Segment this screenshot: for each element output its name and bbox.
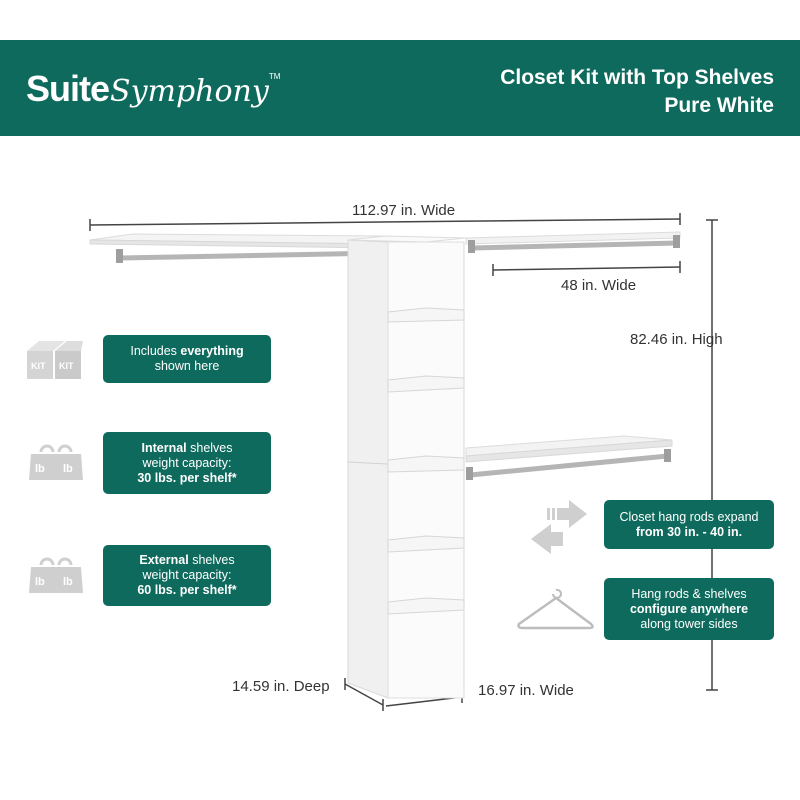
feature-external-line3: 60 lbs. per shelf*: [137, 583, 237, 597]
hanger-icon: [517, 588, 594, 630]
depth-dimension-line: [344, 678, 384, 711]
feature-configure-line1: Hang rods & shelves: [631, 586, 747, 601]
right-top-hang-rod: [468, 235, 680, 253]
feature-everything-bold: everything: [180, 344, 244, 358]
feature-external-bold: External: [139, 553, 189, 567]
feature-badge-internal: Internal shelves weight capacity: 30 lbs…: [103, 432, 271, 494]
feature-expand-line1: Closet hang rods expand: [619, 509, 759, 524]
internal-weight-icon: lb lb: [29, 444, 83, 480]
feature-expand-line2: from 30 in. - 40 in.: [635, 524, 743, 539]
logo-suite-text: Suite: [26, 68, 110, 109]
feature-everything-line2: shown here: [154, 359, 220, 373]
total-width-dimension-line: [89, 213, 681, 231]
depth-label: 14.59 in. Deep: [232, 678, 330, 695]
feature-internal-rest: shelves: [186, 440, 233, 455]
feature-external-rest: shelves: [188, 553, 235, 567]
brand-logo: SuiteSymphonyTM: [26, 68, 280, 110]
tower-width-label: 16.97 in. Wide: [478, 682, 574, 699]
header-banner: [0, 40, 800, 136]
product-title-line1: Closet Kit with Top Shelves: [500, 66, 774, 89]
internal-weight-unit-right: lb: [63, 463, 73, 475]
total-width-label: 112.97 in. Wide: [352, 202, 456, 219]
kit-label-right: KIT: [59, 361, 74, 371]
feature-badge-everything: Includes everything shown here: [103, 335, 271, 383]
tower-shelves: [387, 307, 465, 615]
internal-weight-unit-left: lb: [35, 463, 45, 475]
left-top-shelf: [89, 233, 387, 249]
feature-internal-line2: weight capacity:: [142, 455, 232, 470]
feature-configure-line2: configure anywhere: [629, 601, 749, 616]
feature-badge-configure: Hang rods & shelves configure anywhere a…: [604, 578, 774, 640]
logo-trademark: TM: [268, 72, 281, 81]
feature-everything-pre: Includes: [130, 344, 181, 358]
right-lower-shelf: [465, 435, 673, 463]
product-title: Closet Kit with Top Shelves Pure White: [500, 64, 774, 120]
rod-width-dimension-line: [492, 261, 681, 276]
feature-configure-line3: along tower sides: [640, 616, 738, 631]
feature-external-line2: weight capacity:: [142, 568, 232, 582]
product-title-line2: Pure White: [664, 94, 774, 117]
feature-internal-bold: Internal: [141, 440, 187, 455]
external-weight-unit-left: lb: [35, 576, 45, 588]
expand-arrows-icon: [531, 500, 587, 554]
rod-width-label: 48 in. Wide: [561, 277, 637, 294]
right-lower-hang-rod: [466, 449, 671, 480]
height-label: 82.46 in. High: [630, 331, 723, 348]
kit-boxes-icon: KIT KIT: [27, 341, 83, 379]
feature-internal-line3: 30 lbs. per shelf*: [137, 470, 237, 485]
external-weight-unit-right: lb: [63, 576, 73, 588]
external-weight-icon: lb lb: [29, 557, 83, 593]
feature-badge-expand: Closet hang rods expand from 30 in. - 40…: [604, 500, 774, 549]
logo-symphony-text: Symphony: [110, 74, 269, 109]
kit-label-left: KIT: [31, 361, 46, 371]
feature-badge-external: External shelves weight capacity: 60 lbs…: [103, 545, 271, 606]
